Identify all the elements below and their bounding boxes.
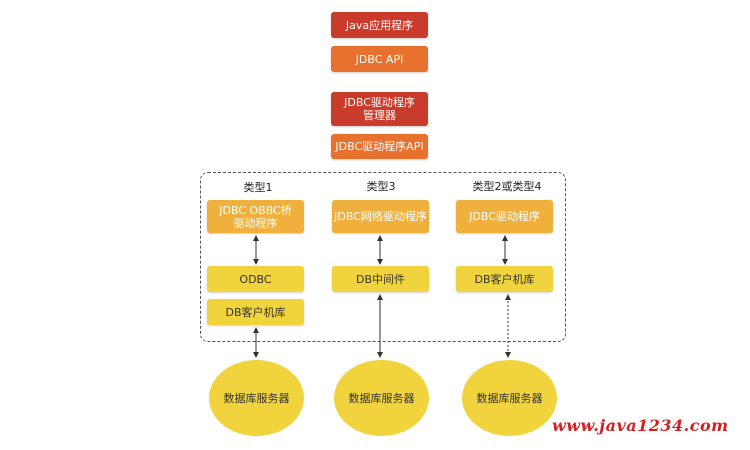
- jdbc-driver-manager-box: JDBC驱动程序 管理器: [331, 92, 428, 126]
- odbc-bridge-driver-label-line2: 驱动程序: [233, 216, 278, 230]
- database-server-label-type3: 数据库服务器: [348, 392, 415, 405]
- db-client-library-box-type1: DB客户机库: [207, 299, 304, 325]
- db-client-library-box-type2-4: DB客户机库: [456, 266, 553, 292]
- type3-label: 类型3: [366, 180, 396, 193]
- network-driver-box: JDBC网络驱动程序: [332, 200, 429, 233]
- type2-or-type4-label: 类型2或类型4: [472, 180, 542, 193]
- db-middleware-box: DB中间件: [332, 266, 429, 292]
- type1-label: 类型1: [243, 181, 273, 194]
- jdbc-api-label: JDBC API: [355, 52, 404, 66]
- jdbc-driver-label-type2-4: JDBC驱动程序: [469, 210, 540, 223]
- db-middleware-label: DB中间件: [355, 272, 406, 286]
- odbc-box: ODBC: [207, 266, 304, 292]
- db-client-library-label-type2-4: DB客户机库: [474, 272, 535, 286]
- driver-types-group: [200, 172, 566, 342]
- odbc-label: ODBC: [239, 272, 272, 286]
- jdbc-driver-manager-label-line1: JDBC驱动程序: [344, 96, 415, 109]
- db-client-library-label-type1: DB客户机库: [225, 305, 286, 319]
- database-server-label-type1: 数据库服务器: [223, 392, 290, 405]
- odbc-bridge-driver-label-line1: JDBC OBBC桥: [219, 203, 292, 217]
- jdbc-api-box: JDBC API: [331, 46, 428, 72]
- odbc-bridge-driver-box: JDBC OBBC桥 驱动程序: [207, 200, 304, 233]
- jdbc-driver-manager-label-line2: 管理器: [363, 109, 396, 122]
- jdbc-driver-api-label: JDBC驱动程序API: [335, 140, 424, 153]
- java-application-label: Java应用程序: [345, 18, 414, 32]
- network-driver-label: JDBC网络驱动程序: [334, 210, 427, 223]
- database-server-type2-4: 数据库服务器: [462, 360, 557, 436]
- java-application-box: Java应用程序: [331, 12, 428, 38]
- jdbc-driver-api-box: JDBC驱动程序API: [331, 134, 428, 159]
- watermark: www.java1234.com: [552, 416, 729, 435]
- jdbc-driver-box-type2-4: JDBC驱动程序: [456, 200, 553, 233]
- database-server-label-type2-4: 数据库服务器: [476, 392, 543, 405]
- database-server-type1: 数据库服务器: [209, 360, 304, 436]
- database-server-type3: 数据库服务器: [334, 360, 429, 436]
